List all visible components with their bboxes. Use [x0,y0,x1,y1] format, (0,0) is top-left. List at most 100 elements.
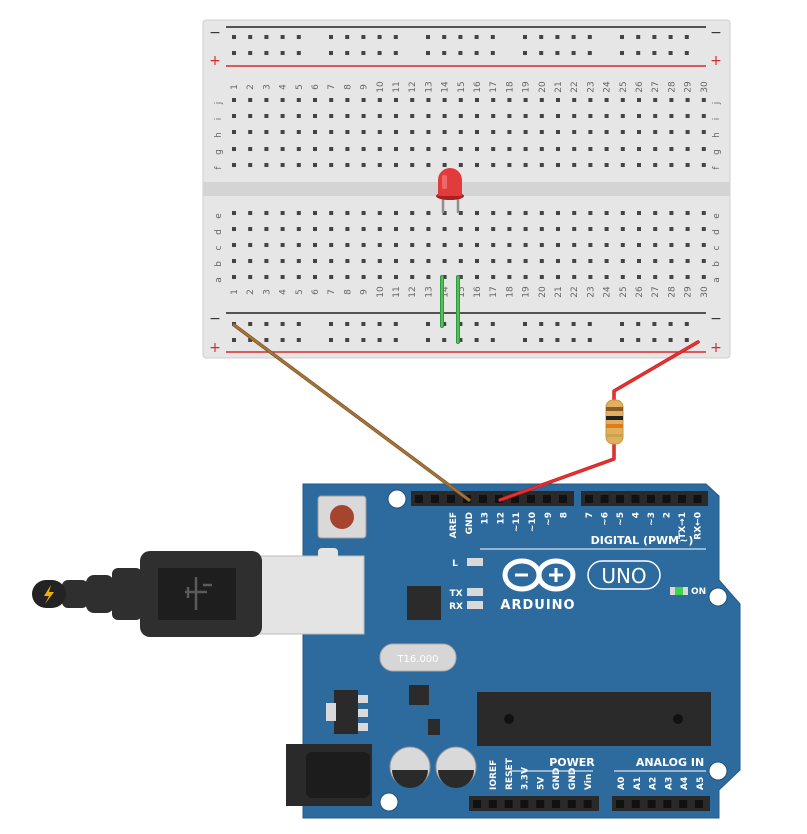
terminal-hole[interactable] [523,98,528,102]
terminal-hole[interactable] [313,98,317,102]
terminal-hole[interactable] [232,98,236,102]
terminal-hole[interactable] [313,211,317,215]
terminal-hole[interactable] [669,147,674,151]
terminal-hole[interactable] [296,243,301,247]
terminal-hole[interactable] [588,98,593,102]
terminal-hole[interactable] [458,114,463,118]
terminal-hole[interactable] [588,114,593,118]
terminal-hole[interactable] [442,243,447,247]
terminal-hole[interactable] [572,275,577,279]
terminal-hole[interactable] [507,275,512,279]
terminal-hole[interactable] [248,114,253,118]
terminal-hole[interactable] [604,98,609,102]
header-socket[interactable] [678,495,686,503]
terminal-hole[interactable] [264,114,269,118]
terminal-hole[interactable] [653,98,658,102]
header-socket[interactable] [447,495,455,503]
terminal-hole[interactable] [539,227,544,231]
header-socket[interactable] [543,495,551,503]
rail-hole[interactable] [668,35,673,39]
terminal-hole[interactable] [475,163,479,167]
terminal-hole[interactable] [572,114,577,118]
rail-hole[interactable] [329,322,333,326]
rail-hole[interactable] [426,35,430,39]
rail-hole[interactable] [571,322,576,326]
terminal-hole[interactable] [248,130,253,134]
terminal-hole[interactable] [491,147,496,151]
terminal-hole[interactable] [685,114,690,118]
terminal-hole[interactable] [653,130,658,134]
terminal-hole[interactable] [280,243,285,247]
rail-hole[interactable] [571,338,576,342]
terminal-hole[interactable] [394,211,398,215]
terminal-hole[interactable] [620,114,625,118]
terminal-hole[interactable] [345,211,350,215]
terminal-hole[interactable] [361,163,366,167]
terminal-hole[interactable] [377,275,382,279]
terminal-hole[interactable] [264,130,269,134]
header-socket[interactable] [536,800,545,808]
terminal-hole[interactable] [701,98,706,102]
terminal-hole[interactable] [296,163,301,167]
terminal-hole[interactable] [361,114,366,118]
terminal-hole[interactable] [653,211,658,215]
terminal-hole[interactable] [329,227,334,231]
rail-hole[interactable] [587,51,592,55]
terminal-hole[interactable] [620,259,625,263]
terminal-hole[interactable] [410,147,415,151]
terminal-hole[interactable] [345,163,350,167]
terminal-hole[interactable] [458,243,463,247]
rail-hole[interactable] [523,51,527,55]
terminal-hole[interactable] [556,114,560,118]
terminal-hole[interactable] [426,259,431,263]
terminal-hole[interactable] [313,130,317,134]
rail-hole[interactable] [539,338,544,342]
arduino-uno-board[interactable]: T16.000 L TX RX ON [257,483,741,819]
terminal-hole[interactable] [475,114,479,118]
rail-hole[interactable] [248,51,253,55]
terminal-hole[interactable] [345,147,350,151]
rail-hole[interactable] [490,35,495,39]
terminal-hole[interactable] [442,98,447,102]
terminal-hole[interactable] [361,130,366,134]
header-socket[interactable] [527,495,535,503]
terminal-hole[interactable] [232,275,236,279]
terminal-hole[interactable] [345,275,350,279]
terminal-hole[interactable] [410,275,415,279]
rail-hole[interactable] [442,338,447,342]
terminal-hole[interactable] [637,211,641,215]
rail-hole[interactable] [280,338,285,342]
terminal-hole[interactable] [637,114,641,118]
terminal-hole[interactable] [377,211,382,215]
terminal-hole[interactable] [345,114,350,118]
terminal-hole[interactable] [539,275,544,279]
terminal-hole[interactable] [491,227,496,231]
terminal-hole[interactable] [604,275,609,279]
terminal-hole[interactable] [458,259,463,263]
terminal-hole[interactable] [361,147,366,151]
terminal-hole[interactable] [572,211,577,215]
terminal-hole[interactable] [637,147,641,151]
terminal-hole[interactable] [410,163,415,167]
terminal-hole[interactable] [394,130,398,134]
terminal-hole[interactable] [556,147,560,151]
terminal-hole[interactable] [556,243,560,247]
header-socket[interactable] [583,800,592,808]
terminal-hole[interactable] [377,163,382,167]
terminal-hole[interactable] [232,130,236,134]
rail-hole[interactable] [555,322,560,326]
terminal-hole[interactable] [685,147,690,151]
rail-hole[interactable] [684,338,689,342]
terminal-hole[interactable] [523,147,528,151]
terminal-hole[interactable] [410,130,415,134]
terminal-hole[interactable] [539,259,544,263]
terminal-hole[interactable] [507,163,512,167]
terminal-hole[interactable] [394,227,398,231]
terminal-hole[interactable] [507,114,512,118]
terminal-hole[interactable] [653,275,658,279]
rail-hole[interactable] [280,51,285,55]
rail-hole[interactable] [539,51,544,55]
rail-hole[interactable] [458,322,463,326]
terminal-hole[interactable] [296,114,301,118]
terminal-hole[interactable] [620,243,625,247]
